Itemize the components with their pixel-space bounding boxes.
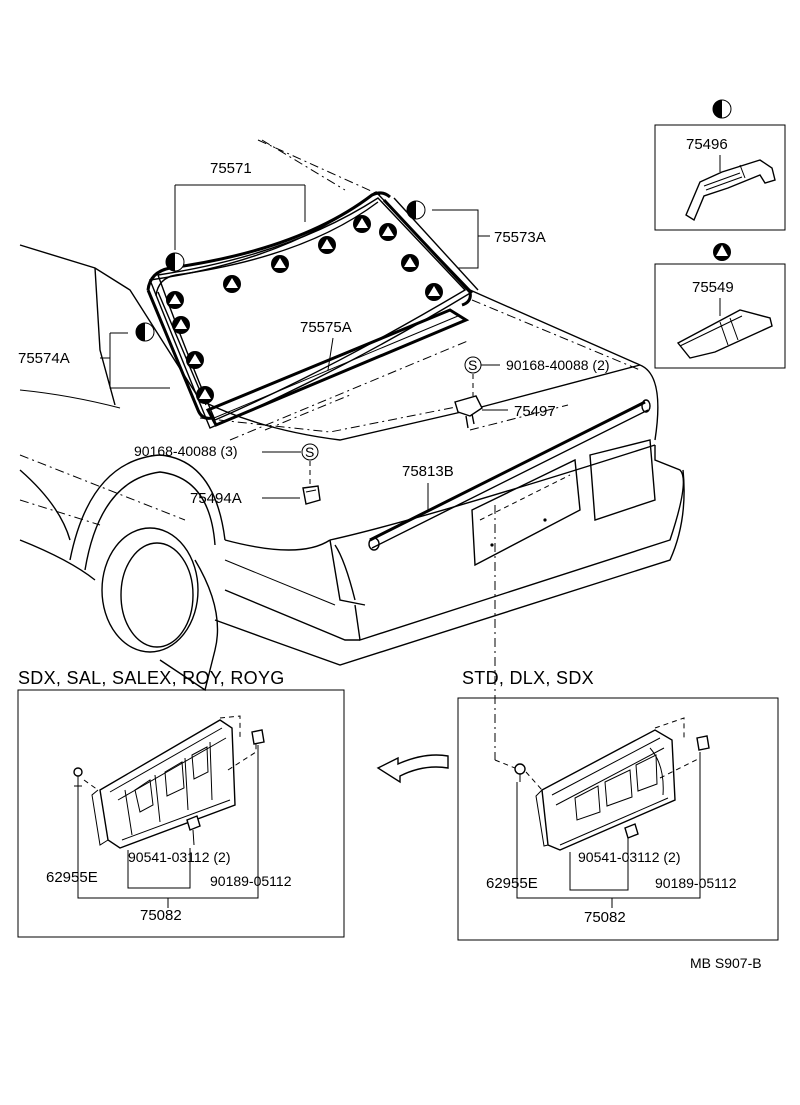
right-bolt-90541 [624, 823, 639, 839]
right-clip-62955E [514, 763, 526, 782]
clip-triangle-icon [186, 351, 204, 369]
label-75574A: 75574A [18, 350, 70, 367]
clip-triangle-icon [379, 223, 397, 241]
left-panel: 90541-03112 (2) 62955E 90189-05112 75082 [17, 689, 345, 938]
clip-triangles [166, 215, 443, 404]
left-label-nut: 90189-05112 [210, 873, 292, 889]
right-label-nut: 90189-05112 [655, 875, 737, 891]
triangle-marker-75549 [713, 243, 731, 261]
left-panel-header: SDX, SAL, SALEX, ROY, ROYG [18, 668, 285, 688]
svg-text:S: S [305, 444, 314, 460]
s-mark-left: S [301, 443, 319, 461]
clip-triangle-icon [318, 236, 336, 254]
half-circle-75496 [712, 99, 732, 119]
fastener-75494A [302, 485, 321, 505]
label-90168-40088-2: 90168-40088 (2) [506, 357, 610, 373]
right-label-bolt: 90541-03112 (2) [578, 849, 680, 865]
footer-code: MB S907-B [690, 955, 762, 971]
clip-triangle-icon [196, 386, 214, 404]
side-moulding-75574A [146, 289, 213, 420]
arrow-left-icon [376, 754, 449, 784]
s-mark-right: S [464, 356, 482, 374]
label-90168-40088-3: 90168-40088 (3) [134, 443, 238, 459]
clip-triangle-icon [425, 283, 443, 301]
left-label-assy: 75082 [140, 907, 182, 924]
label-75497: 75497 [514, 403, 556, 420]
svg-text:S: S [468, 357, 477, 373]
label-75494A: 75494A [190, 490, 242, 507]
side-moulding-75573A [382, 198, 472, 307]
upper-moulding-75571 [146, 191, 391, 291]
right-panel-header: STD, DLX, SDX [462, 668, 594, 688]
label-75573A: 75573A [494, 229, 546, 246]
label-75496: 75496 [686, 136, 728, 153]
clip-triangle-icon [353, 215, 371, 233]
left-nut-90189 [251, 729, 265, 745]
clip-triangle-icon [271, 255, 289, 273]
half-circle-icon [406, 200, 426, 220]
box-75549: 75549 [654, 263, 786, 369]
clip-triangle-icon [223, 275, 241, 293]
half-circle-icon [165, 252, 185, 272]
label-75813B: 75813B [402, 463, 454, 480]
label-75571: 75571 [210, 160, 252, 177]
car-body-outline [19, 139, 685, 771]
left-label-clip: 62955E [46, 869, 98, 886]
half-circle-markers [135, 200, 426, 342]
lower-moulding-75575A [205, 308, 471, 441]
right-label-assy: 75082 [584, 909, 626, 926]
right-label-clip: 62955E [486, 875, 538, 892]
label-75575A: 75575A [300, 319, 352, 336]
clip-triangle-icon [401, 254, 419, 272]
box-75496: 75496 [654, 124, 786, 231]
clip-triangle-icon [166, 291, 184, 309]
clip-triangle-icon [172, 316, 190, 334]
label-75549: 75549 [692, 279, 734, 296]
right-panel: 90541-03112 (2) 62955E 90189-05112 75082 [457, 697, 779, 941]
garnish-moulding-75813B [368, 399, 651, 551]
half-circle-icon [135, 322, 155, 342]
left-label-bolt: 90541-03112 (2) [128, 849, 230, 865]
left-bolt-90541 [186, 815, 201, 846]
fastener-75497 [454, 395, 483, 429]
right-nut-90189 [696, 735, 710, 751]
left-clip-62955E [73, 767, 83, 787]
